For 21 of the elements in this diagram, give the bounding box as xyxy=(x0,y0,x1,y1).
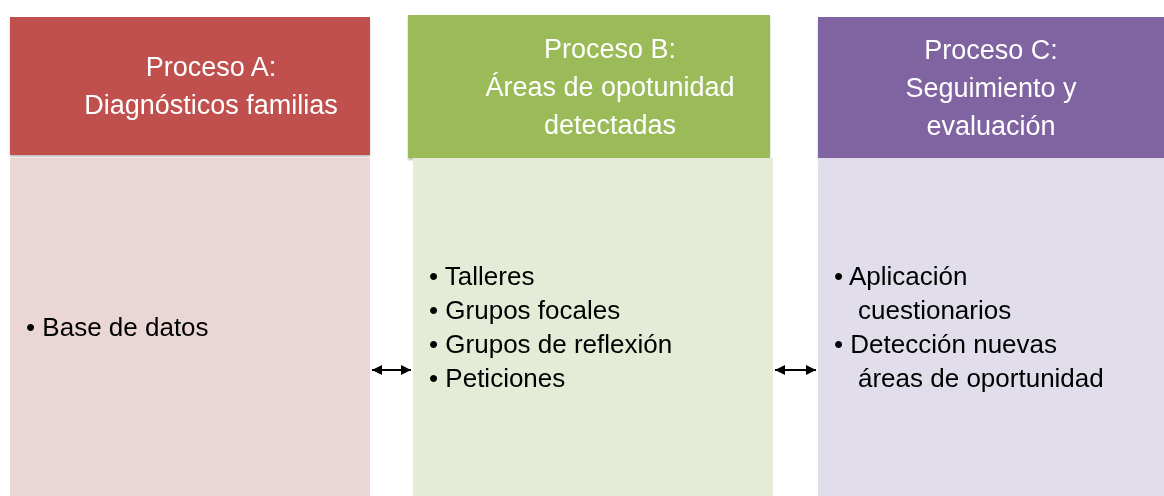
process-panel xyxy=(413,158,773,496)
process-header xyxy=(408,15,770,158)
bullet-item: • Detección nuevas áreas de oportunidad xyxy=(834,328,1105,395)
header-text: Proceso A: xyxy=(145,51,277,84)
bullet-item: • Base de datos xyxy=(26,311,210,344)
process-header xyxy=(10,17,370,155)
bullet-item: • Peticiones xyxy=(429,362,567,395)
process-panel xyxy=(10,158,370,496)
header-text: Seguimiento y evaluación xyxy=(904,71,1078,143)
header-text: Proceso B: xyxy=(543,32,677,66)
double-arrow xyxy=(371,365,412,375)
process-panel xyxy=(818,158,1164,496)
bullet-item: • Talleres xyxy=(429,260,536,293)
header-text: Diagnósticos familias xyxy=(84,89,338,122)
bullet-item: • Grupos de reflexión xyxy=(429,328,674,361)
header-text: Proceso C: xyxy=(924,33,1058,67)
bullet-item: • Aplicación cuestionarios xyxy=(834,260,1013,327)
header-text: Áreas de opotunidad detectadas xyxy=(484,70,736,142)
process-header xyxy=(818,17,1164,158)
double-arrow xyxy=(774,365,817,375)
bullet-item: • Grupos focales xyxy=(429,294,622,327)
